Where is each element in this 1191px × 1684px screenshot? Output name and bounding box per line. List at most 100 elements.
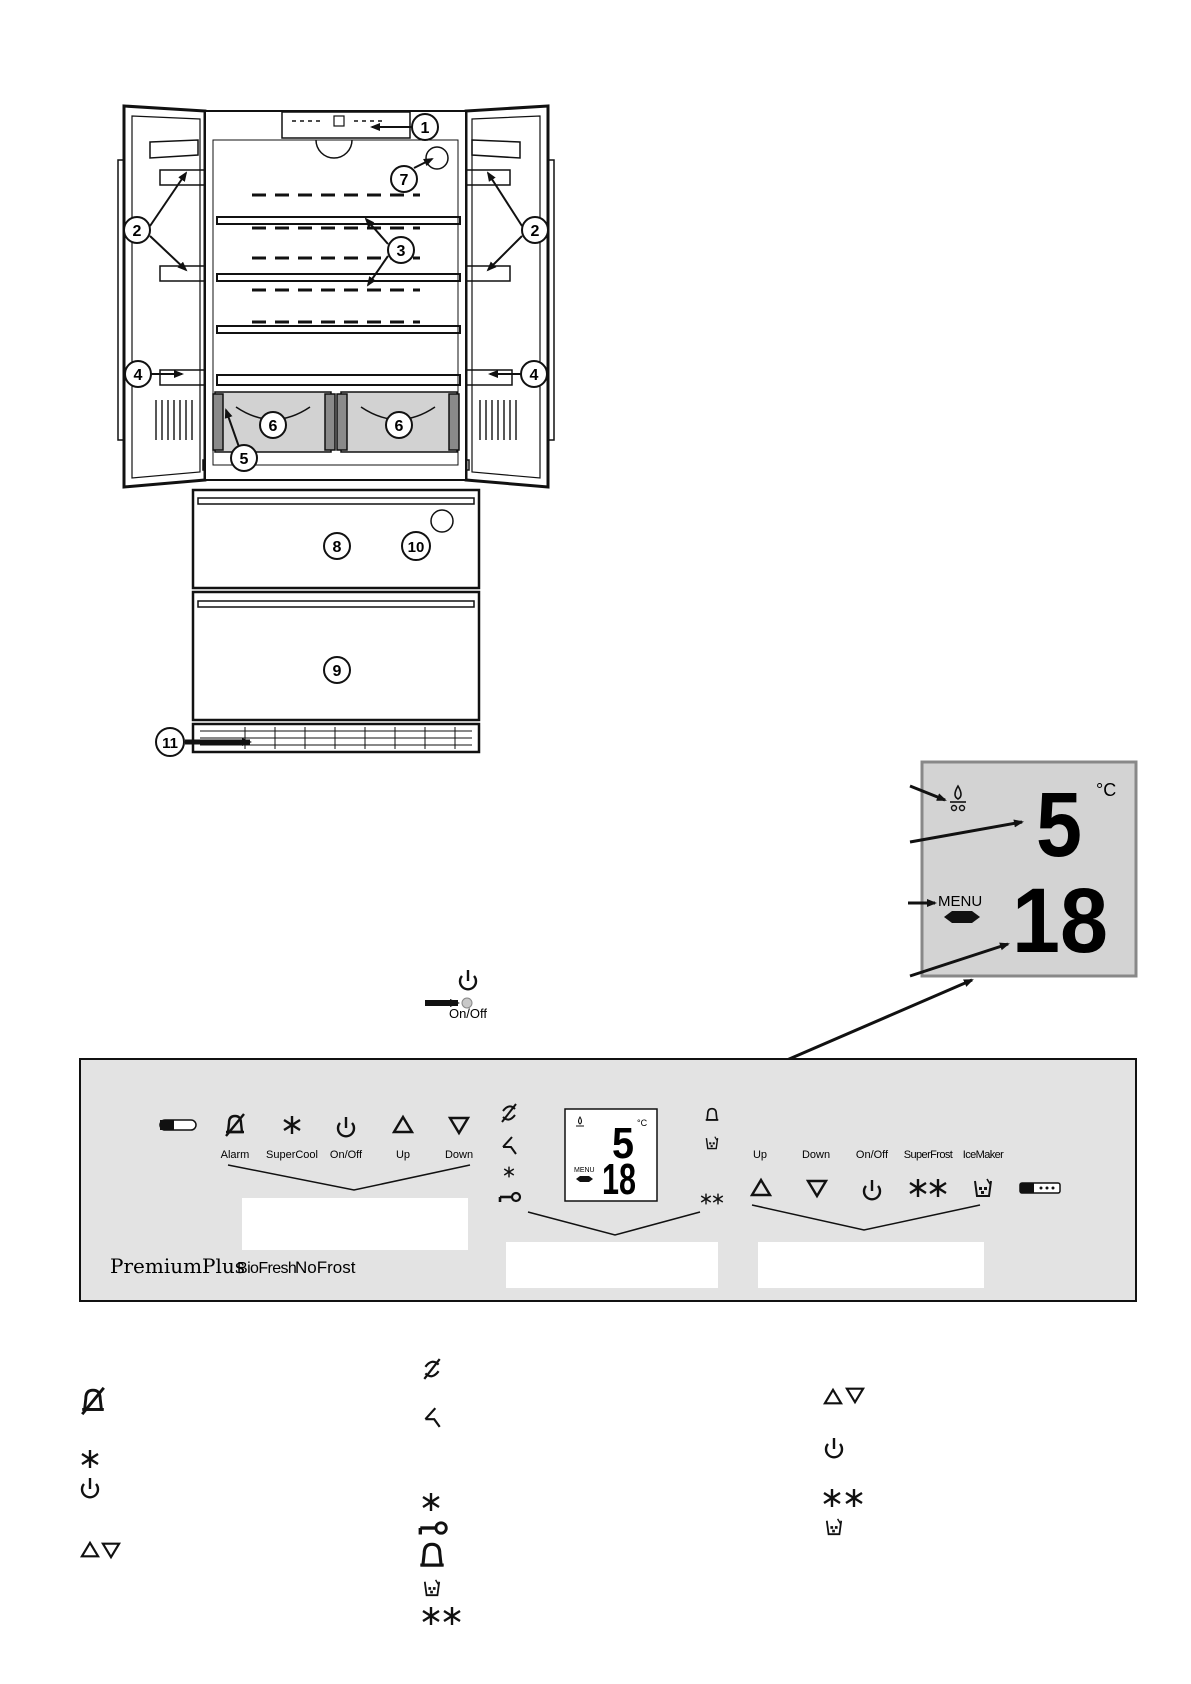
legend-icemaker-icon bbox=[423, 1579, 441, 1597]
right-door bbox=[435, 104, 555, 489]
callout-2-left-label: 2 bbox=[133, 223, 142, 240]
legend-power-icon-2 bbox=[824, 1436, 844, 1459]
freezer-power-button-label: On/Off bbox=[856, 1149, 889, 1161]
legend-key-icon bbox=[418, 1521, 448, 1537]
lcd-zoom-unit: °C bbox=[1096, 780, 1116, 800]
panel-display-top-value: 5 bbox=[612, 1119, 634, 1168]
callout-3-label: 3 bbox=[397, 243, 406, 260]
freezer-drawer-lower bbox=[191, 590, 481, 722]
symbol-legend bbox=[80, 1357, 865, 1627]
callout-1-label: 1 bbox=[421, 120, 430, 137]
fridge-indicator-icon bbox=[159, 1119, 197, 1131]
legend-supercool-icon bbox=[80, 1448, 100, 1470]
onoff-detail: On/Off bbox=[425, 968, 487, 1021]
fridge-power-button[interactable]: On/Off bbox=[330, 1115, 363, 1161]
freezer-up-button[interactable]: Up bbox=[750, 1149, 772, 1197]
legend-column-2 bbox=[418, 1357, 462, 1627]
callout-7: 7 bbox=[390, 165, 418, 193]
legend-superfrost-icon-2 bbox=[822, 1487, 864, 1509]
callout-1: 1 bbox=[411, 113, 439, 141]
humidity-drop-icon bbox=[950, 784, 966, 812]
panel-display: 5 °C MENU 18 bbox=[564, 1108, 658, 1204]
fridge-up-button-label: Up bbox=[396, 1149, 410, 1161]
fridge-illustration: 1 2 2 3 4 4 5 6 bbox=[117, 104, 555, 757]
callout-2-left: 2 bbox=[123, 216, 151, 244]
callout-5: 5 bbox=[230, 444, 258, 472]
fridge-power-button-label: On/Off bbox=[330, 1149, 363, 1161]
icemaker-button[interactable]: IceMaker bbox=[963, 1149, 1005, 1197]
legend-supercool-icon-2 bbox=[421, 1491, 441, 1513]
panel-display-bottom-value: 18 bbox=[602, 1155, 636, 1204]
lcd-zoom-bottom-value: 18 bbox=[1012, 870, 1108, 972]
panel-display-unit: °C bbox=[637, 1118, 648, 1128]
brand-biofresh: BioFresh bbox=[237, 1260, 296, 1277]
callout-11-label: 11 bbox=[162, 735, 178, 752]
fridge-down-button[interactable]: Down bbox=[445, 1116, 473, 1161]
left-bracket-line bbox=[227, 1164, 471, 1191]
freezer-power-button[interactable]: On/Off bbox=[856, 1149, 889, 1201]
right-bracket-line bbox=[751, 1204, 981, 1231]
callout-10-label: 10 bbox=[408, 539, 425, 556]
callout-5-label: 5 bbox=[240, 451, 249, 468]
superfrost-button[interactable]: SuperFrost bbox=[904, 1149, 953, 1199]
base-grille bbox=[191, 722, 481, 754]
callout-6-right-label: 6 bbox=[395, 418, 404, 435]
control-panel: Alarm SuperCool On/Off Up Down bbox=[79, 1058, 1137, 1302]
callout-4-left: 4 bbox=[124, 360, 152, 388]
legend-fan-off-icon bbox=[423, 1357, 441, 1381]
onoff-power-icon bbox=[458, 968, 478, 991]
callout-6-left: 6 bbox=[259, 411, 287, 439]
legend-ventilation-icon bbox=[424, 1407, 441, 1429]
freezer-down-button[interactable]: Down bbox=[802, 1149, 830, 1198]
legend-column-3 bbox=[822, 1387, 865, 1536]
callout-leaders bbox=[149, 123, 523, 746]
callout-2-right: 2 bbox=[521, 216, 549, 244]
callout-6-right: 6 bbox=[385, 411, 413, 439]
panel-menu-indicator-icon bbox=[576, 1176, 593, 1182]
legend-power-icon bbox=[80, 1476, 100, 1499]
alarm-off-button[interactable]: Alarm bbox=[221, 1114, 250, 1161]
freezer-up-button-label: Up bbox=[753, 1149, 767, 1161]
legend-icemaker-icon-2 bbox=[825, 1518, 843, 1536]
callout-11: 11 bbox=[155, 727, 185, 757]
middle-bracket-line bbox=[527, 1211, 701, 1236]
right-label-box bbox=[758, 1242, 984, 1288]
brand-premiumplus: PremiumPlus bbox=[110, 1254, 245, 1278]
lcd-zoom-menu-label: MENU bbox=[938, 893, 982, 910]
lcd-zoom-pointers bbox=[647, 784, 1024, 1122]
onoff-detail-label: On/Off bbox=[449, 1006, 487, 1021]
callout-10: 10 bbox=[401, 531, 431, 561]
supercool-button[interactable]: SuperCool bbox=[266, 1114, 318, 1161]
middle-label-box bbox=[506, 1242, 718, 1288]
callout-9: 9 bbox=[323, 656, 351, 684]
callout-8-label: 8 bbox=[333, 539, 342, 556]
supercool-button-label: SuperCool bbox=[266, 1149, 318, 1161]
left-label-box bbox=[242, 1198, 468, 1250]
legend-superfrost-icon bbox=[421, 1605, 462, 1627]
freezer-indicator-icon bbox=[1019, 1182, 1061, 1194]
legend-alarm-off-icon bbox=[82, 1388, 104, 1414]
fridge-up-button[interactable]: Up bbox=[392, 1115, 414, 1161]
legend-up-down-icon-2 bbox=[823, 1387, 865, 1405]
fridge-interior bbox=[204, 110, 467, 481]
icemaker-button-label: IceMaker bbox=[963, 1149, 1004, 1161]
callout-4-left-label: 4 bbox=[134, 367, 143, 384]
alarm-button-label: Alarm bbox=[221, 1149, 250, 1161]
callout-3: 3 bbox=[387, 236, 415, 264]
panel-display-menu-label: MENU bbox=[574, 1167, 595, 1174]
lcd-zoom-top-value: 5 bbox=[1036, 774, 1082, 876]
fridge-down-button-label: Down bbox=[445, 1149, 473, 1161]
menu-indicator-icon bbox=[944, 911, 980, 923]
callout-8: 8 bbox=[323, 532, 351, 560]
legend-up-down-icon bbox=[80, 1541, 121, 1559]
freezer-down-button-label: Down bbox=[802, 1149, 830, 1161]
lcd-zoom: °C 5 MENU 18 bbox=[920, 760, 1138, 978]
legend-column-1 bbox=[80, 1388, 121, 1559]
superfrost-button-label: SuperFrost bbox=[904, 1149, 953, 1161]
legend-bell-icon bbox=[418, 1542, 446, 1567]
callout-4-right-label: 4 bbox=[530, 367, 539, 384]
callout-7-label: 7 bbox=[400, 172, 409, 189]
callout-6-left-label: 6 bbox=[269, 418, 278, 435]
callout-2-right-label: 2 bbox=[531, 223, 540, 240]
